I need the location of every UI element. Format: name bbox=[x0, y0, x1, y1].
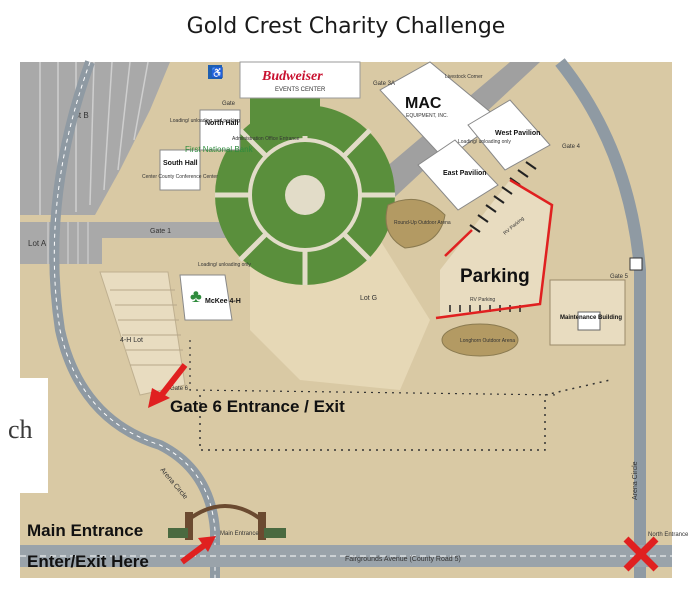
lot-a-label: Lot A bbox=[28, 239, 47, 248]
svg-text:♿: ♿ bbox=[211, 66, 223, 79]
closed-entrance-x-icon bbox=[623, 536, 659, 572]
loading-label-2: Loading/ unloading only bbox=[198, 262, 251, 268]
north-hall-label: North Hall bbox=[205, 120, 239, 127]
fairgrounds-avenue-label: Fairgrounds Avenue (County Road 5) bbox=[345, 556, 461, 563]
maintenance-building bbox=[577, 311, 601, 331]
livestock-label: Livestock Corner bbox=[445, 74, 483, 80]
mckee-label: McKee 4-H bbox=[205, 298, 241, 305]
lot-g-label: Lot G bbox=[360, 295, 377, 302]
main-entrance-label: Main Entrance bbox=[27, 521, 143, 540]
mac-sub-label: EQUIPMENT, INC. bbox=[406, 113, 448, 119]
logo-area bbox=[0, 378, 48, 493]
budweiser-label: Budweiser bbox=[261, 69, 323, 84]
first-national-label: First National Bank bbox=[185, 145, 254, 154]
main-entrance-small-label: Main Entrance bbox=[220, 531, 259, 537]
enter-exit-label: Enter/Exit Here bbox=[27, 552, 149, 571]
main-entrance-arrow-icon bbox=[180, 536, 216, 565]
loading-label-3: Loading/ unloading only bbox=[458, 139, 511, 145]
rv-parking-label-2: RV Parking bbox=[470, 297, 495, 303]
gate6-entrance-label: Gate 6 Entrance / Exit bbox=[170, 397, 345, 416]
arena-circle-east-road bbox=[555, 58, 646, 578]
lot-b-label: Lot B bbox=[70, 111, 89, 120]
east-pavilion-label: East Pavilion bbox=[443, 170, 487, 177]
gate6-label: Gate 6 bbox=[170, 386, 189, 392]
west-pavilion-label: West Pavilion bbox=[495, 130, 540, 137]
parking-highlight-outline bbox=[435, 178, 554, 320]
west-pavilion-building bbox=[467, 99, 551, 171]
fence-line bbox=[199, 379, 611, 451]
roundup-arena bbox=[385, 198, 446, 249]
north-entrance-label: North Entrance bbox=[648, 532, 689, 538]
page-title: Gold Crest Charity Challenge bbox=[186, 14, 506, 39]
gate5-label: Gate 5 bbox=[610, 274, 629, 280]
parking-area bbox=[440, 180, 550, 318]
parking-label: Parking bbox=[460, 266, 530, 287]
clover-icon: ♣ bbox=[190, 286, 202, 306]
gate3a-label: Gate 3A bbox=[373, 81, 395, 87]
events-center-label: EVENTS CENTER bbox=[275, 87, 326, 93]
gate5-sign-icon bbox=[629, 257, 643, 271]
south-hall-label: South Hall bbox=[163, 160, 198, 167]
gate1-label: Gate 1 bbox=[150, 228, 171, 235]
lot-4h-area bbox=[99, 271, 186, 396]
budweiser-events-center bbox=[239, 61, 361, 99]
mckee-4h-building bbox=[179, 274, 233, 321]
lot-4h-label: 4-H Lot bbox=[120, 337, 143, 344]
arena-circle-east-label: Arena Circle bbox=[632, 461, 639, 500]
lot-b-stripes bbox=[39, 61, 149, 215]
mac-label: MAC bbox=[405, 95, 442, 112]
north-hall-building bbox=[199, 109, 241, 151]
longhorn-arena bbox=[441, 323, 519, 357]
gate4-label: Gate 4 bbox=[562, 144, 581, 150]
entrance-arch-graphic bbox=[168, 504, 286, 540]
longhorn-label: Longhorn Outdoor Arena bbox=[460, 338, 515, 344]
east-pavilion-building bbox=[417, 139, 499, 211]
loading-label-1: Loading/ unloading and parking bbox=[170, 118, 240, 124]
center-county-label: Center County Conference Center bbox=[142, 174, 218, 180]
maintenance-label: Maintenance Building bbox=[560, 315, 622, 321]
roundup-label: Round-Up Outdoor Arena bbox=[394, 220, 451, 226]
accessible-parking-icon bbox=[208, 65, 222, 79]
partial-logo-text: ch bbox=[8, 415, 33, 444]
admin-office-label: Administration Office Entrance bbox=[232, 136, 300, 142]
gate6-arrow-icon bbox=[148, 363, 188, 408]
gate-label: Gate bbox=[222, 101, 236, 107]
south-hall-building bbox=[159, 149, 201, 191]
